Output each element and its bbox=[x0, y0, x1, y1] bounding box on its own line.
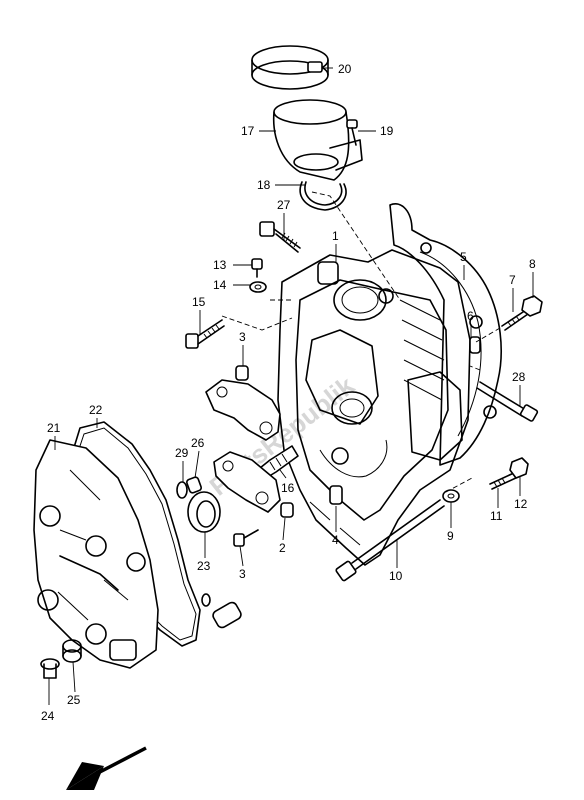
callout-1: 1 bbox=[332, 229, 339, 243]
callout-15: 15 bbox=[192, 295, 206, 309]
callout-3-lower: 3 bbox=[239, 567, 246, 581]
callout-14: 14 bbox=[213, 278, 227, 292]
callout-22: 22 bbox=[89, 403, 103, 417]
bolt-3-lower-part bbox=[233, 529, 259, 547]
callout-26: 26 bbox=[191, 436, 205, 450]
dowel-pin-4-part bbox=[329, 485, 343, 505]
callout-19: 19 bbox=[380, 124, 394, 138]
bolt-27-part bbox=[259, 221, 301, 253]
nut-12-part bbox=[509, 457, 529, 479]
bolt-10-part bbox=[335, 499, 445, 582]
plug-26-part bbox=[186, 476, 202, 494]
oil-seal-part bbox=[187, 491, 221, 533]
callout-3-upper: 3 bbox=[239, 330, 246, 344]
oil-cap-part bbox=[201, 593, 242, 629]
dowel-pin-part bbox=[469, 336, 481, 354]
assembly-lines bbox=[221, 191, 501, 493]
screw-19-part bbox=[346, 119, 358, 146]
callout-9: 9 bbox=[447, 529, 454, 543]
bolt-15-part bbox=[185, 319, 225, 349]
cam-holder-upper-part bbox=[205, 365, 281, 441]
callout-6: 6 bbox=[467, 309, 474, 323]
callout-labels: 20 17 19 18 27 1 5 8 7 13 14 15 6 3 28 2… bbox=[41, 62, 536, 723]
hose-clamp-part bbox=[251, 45, 329, 90]
callout-29: 29 bbox=[175, 446, 189, 460]
bolt-24-part bbox=[40, 658, 60, 679]
callout-4: 4 bbox=[332, 533, 339, 547]
washer-9-part bbox=[442, 489, 460, 503]
callout-28: 28 bbox=[512, 370, 526, 384]
stud-bolt-7-part bbox=[501, 309, 529, 331]
callout-17: 17 bbox=[241, 124, 255, 138]
o-ring-part bbox=[299, 181, 347, 211]
callout-10: 10 bbox=[389, 569, 403, 583]
callout-5: 5 bbox=[460, 250, 467, 264]
callout-25: 25 bbox=[67, 693, 81, 707]
callout-11: 11 bbox=[490, 509, 503, 523]
callout-12: 12 bbox=[514, 497, 528, 511]
callout-16: 16 bbox=[281, 481, 295, 495]
callout-13: 13 bbox=[213, 258, 227, 272]
dowel-pin-2-part bbox=[280, 502, 294, 518]
leader-lines bbox=[48, 67, 534, 705]
washer-14-part bbox=[249, 281, 267, 293]
callout-2: 2 bbox=[279, 541, 286, 555]
grommet-25-part bbox=[62, 639, 82, 663]
intake-pipe-part bbox=[272, 99, 363, 181]
callout-24: 24 bbox=[41, 709, 55, 723]
nut-8-part bbox=[521, 295, 543, 317]
callout-20: 20 bbox=[338, 62, 352, 76]
callout-8: 8 bbox=[529, 257, 536, 271]
bolt-13-part bbox=[251, 258, 263, 278]
front-direction-arrow-icon bbox=[66, 746, 147, 790]
callout-18: 18 bbox=[257, 178, 271, 192]
stud-bolt-11-part bbox=[489, 471, 519, 490]
gasket-part bbox=[389, 203, 502, 466]
callout-23: 23 bbox=[197, 559, 211, 573]
bolt-28-part bbox=[476, 381, 539, 422]
washer-29-part bbox=[176, 481, 188, 499]
cylinder-head-cover-part bbox=[33, 439, 159, 669]
callout-27: 27 bbox=[277, 198, 291, 212]
callout-21: 21 bbox=[47, 421, 61, 435]
callout-7: 7 bbox=[509, 273, 516, 287]
cam-holder-lower-part bbox=[213, 451, 281, 513]
